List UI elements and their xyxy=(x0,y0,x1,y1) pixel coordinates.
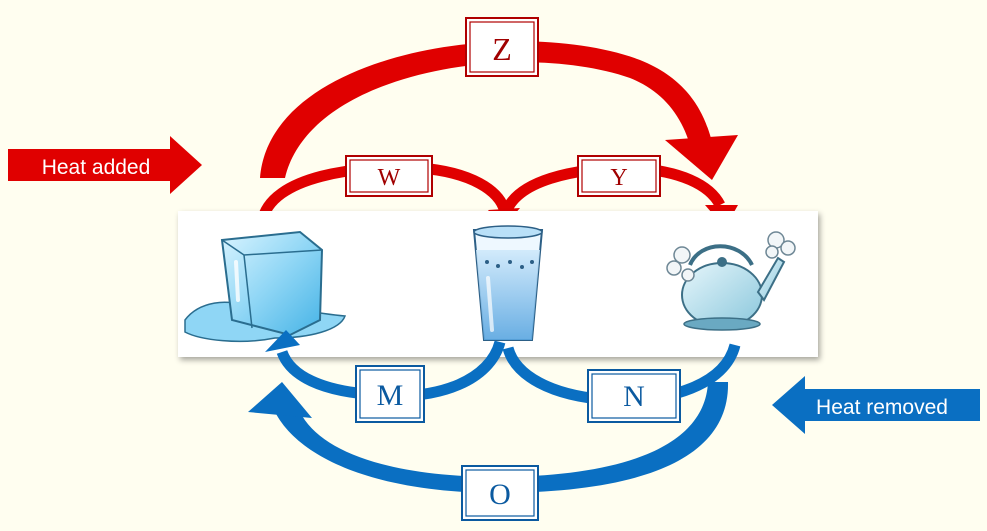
label-m: M xyxy=(355,365,425,423)
label-o: O xyxy=(461,465,539,521)
ice-cube-icon xyxy=(184,230,347,343)
heat-added-label: Heat added xyxy=(42,156,151,179)
arrow-z xyxy=(260,41,738,180)
label-n: N xyxy=(587,369,681,423)
label-z-text: Z xyxy=(492,31,512,67)
heat-added-arrow: Heat added xyxy=(8,136,202,194)
label-m-text: M xyxy=(377,379,404,412)
steam-cloud-icon xyxy=(666,231,796,282)
label-o-text: O xyxy=(489,478,511,511)
heat-removed-label: Heat removed xyxy=(816,396,948,419)
label-w: W xyxy=(345,155,433,197)
arrow-o xyxy=(248,382,729,493)
label-y-text: Y xyxy=(610,165,627,191)
heat-removed-arrow: Heat removed xyxy=(772,376,980,434)
steaming-kettle-icon xyxy=(666,231,796,331)
label-w-text: W xyxy=(378,165,401,191)
label-y: Y xyxy=(577,155,661,197)
label-n-text: N xyxy=(623,380,645,413)
label-z: Z xyxy=(465,17,539,77)
water-glass-icon xyxy=(472,225,544,341)
